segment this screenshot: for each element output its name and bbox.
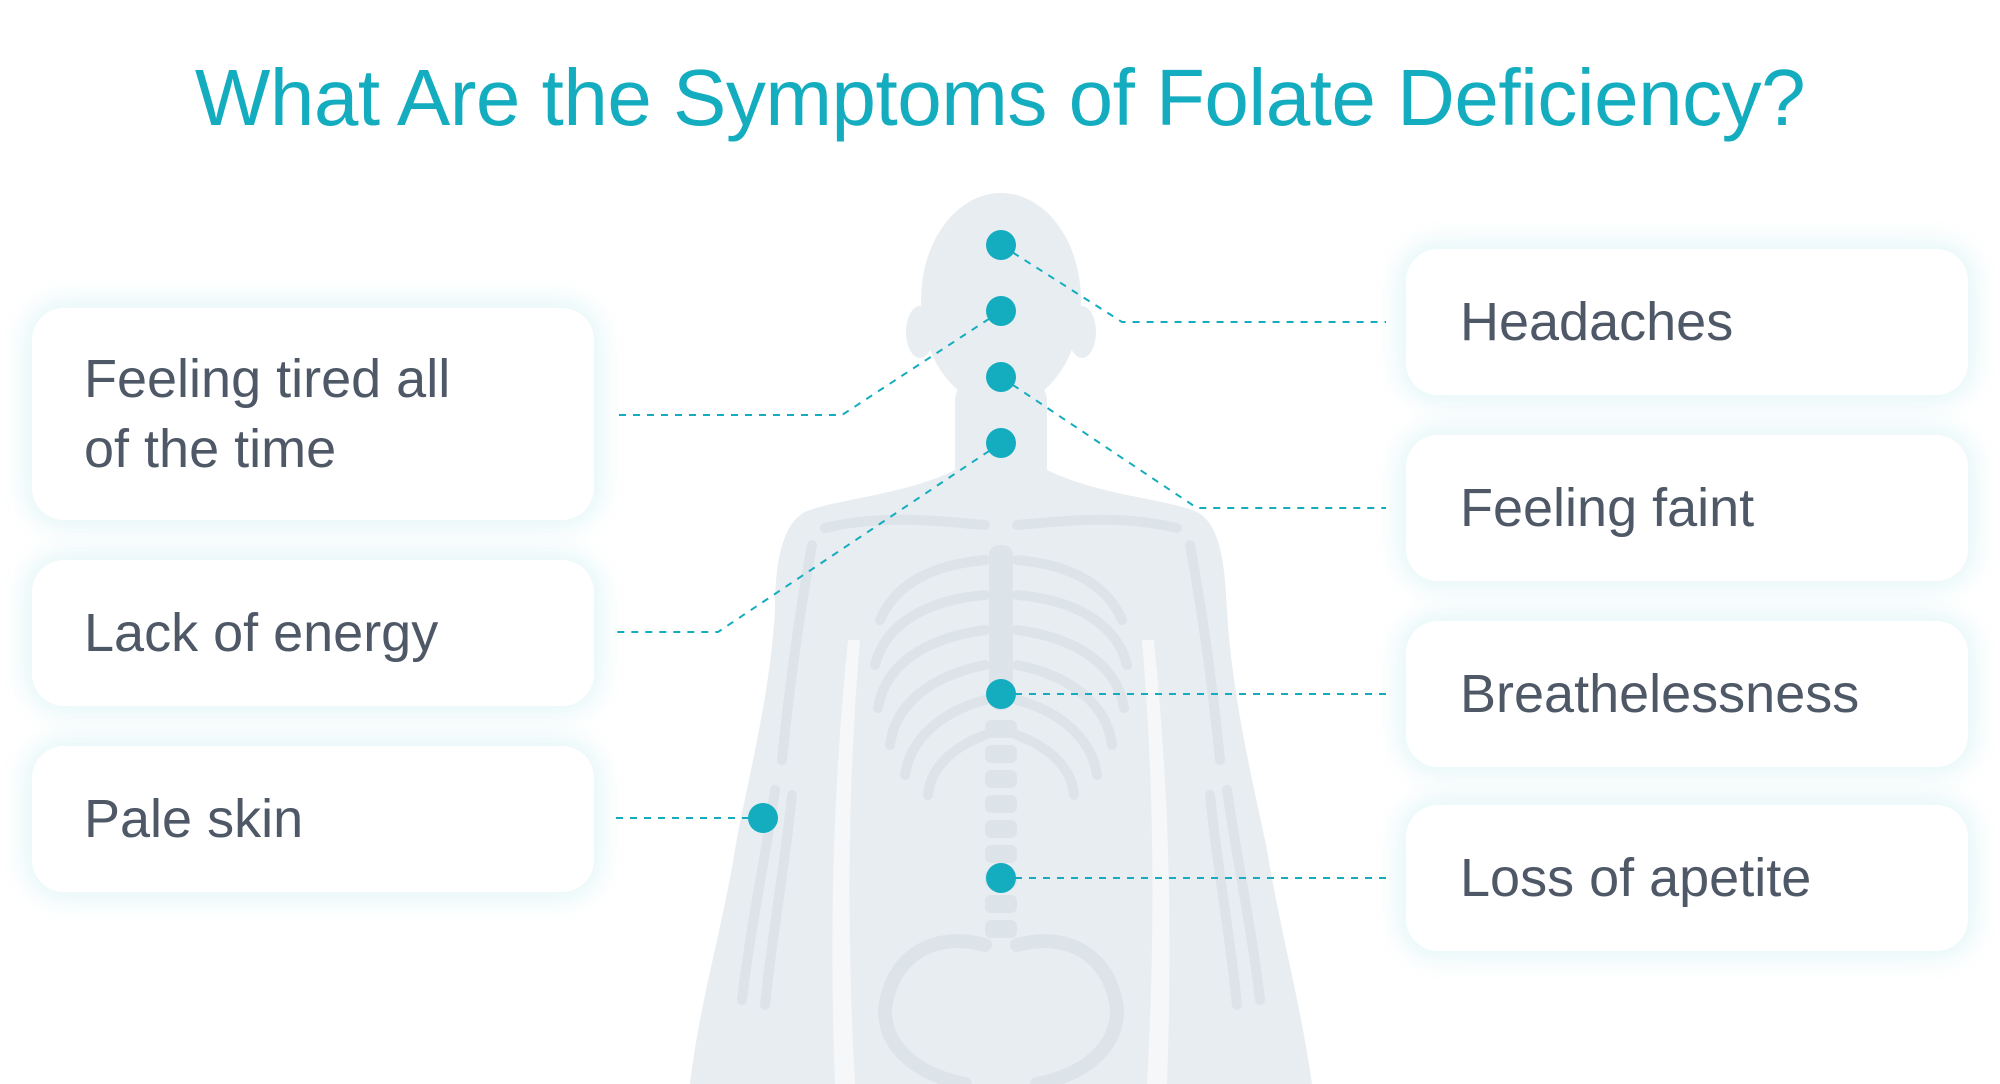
pelvis bbox=[877, 934, 1125, 1084]
symptom-label: Breathelessness bbox=[1460, 664, 1860, 724]
symptom-card-energy: Lack of energy bbox=[32, 560, 594, 706]
arm-gap bbox=[832, 640, 1170, 1084]
connector-tired bbox=[614, 310, 1002, 416]
symptom-label: Headaches bbox=[1460, 292, 1734, 352]
symptom-card-headaches: Headaches bbox=[1406, 249, 1968, 395]
marker-dot-abdomen bbox=[986, 863, 1016, 893]
symptom-label: Loss of apetite bbox=[1460, 848, 1812, 908]
marker-dot-face bbox=[986, 362, 1016, 392]
marker-dot-arm bbox=[748, 803, 778, 833]
symptom-card-tired: Feeling tired all of the time bbox=[32, 308, 594, 520]
connector-energy bbox=[614, 442, 1002, 633]
marker-dot-head bbox=[986, 230, 1016, 260]
symptom-label: Lack of energy bbox=[84, 603, 439, 663]
symptom-label: Feeling tired all of the time bbox=[84, 349, 451, 479]
symptom-card-breathlessness: Breathelessness bbox=[1406, 621, 1968, 767]
symptom-label: Pale skin bbox=[84, 789, 304, 849]
symptom-label: Feeling faint bbox=[1460, 478, 1755, 538]
spine bbox=[985, 545, 1017, 938]
symptom-card-pale-skin: Pale skin bbox=[32, 746, 594, 892]
skeleton bbox=[737, 514, 1265, 1010]
marker-dot-chin bbox=[986, 428, 1016, 458]
marker-dots bbox=[748, 230, 1016, 893]
connector-lines bbox=[614, 244, 1386, 879]
symptom-card-appetite: Loss of apetite bbox=[1406, 805, 1968, 951]
symptom-card-faint: Feeling faint bbox=[1406, 435, 1968, 581]
marker-dot-forehead bbox=[986, 296, 1016, 326]
page-title: What Are the Symptoms of Folate Deficien… bbox=[194, 53, 1806, 142]
connector-headaches bbox=[1000, 244, 1386, 323]
marker-dot-chest bbox=[986, 679, 1016, 709]
